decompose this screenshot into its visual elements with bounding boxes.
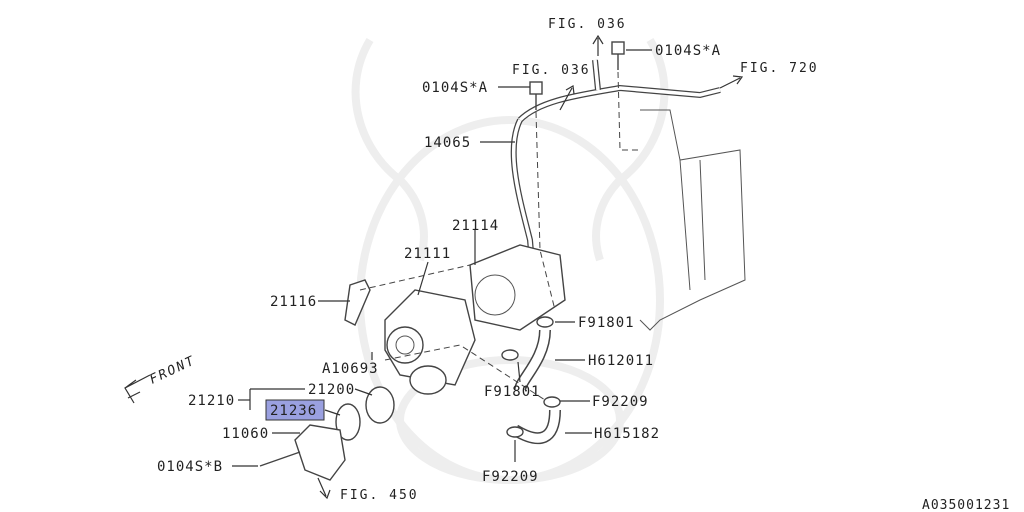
label-0104sb[interactable]: 0104S*B xyxy=(157,459,223,475)
label-h615182[interactable]: H615182 xyxy=(594,426,660,442)
label-11060[interactable]: 11060 xyxy=(222,426,269,442)
label-a10693[interactable]: A10693 xyxy=(322,361,379,377)
clamp-f92209-b xyxy=(506,426,524,438)
arrow-fig720 xyxy=(719,75,744,89)
label-f91801-a[interactable]: F91801 xyxy=(578,315,635,331)
label-21200[interactable]: 21200 xyxy=(308,382,355,398)
engine-block xyxy=(639,109,746,331)
label-f92209-b[interactable]: F92209 xyxy=(482,469,539,485)
gasket-21236 xyxy=(335,403,361,441)
label-21114[interactable]: 21114 xyxy=(452,218,499,234)
bracket-21116 xyxy=(344,279,371,326)
clamp-f92209-a xyxy=(543,396,561,408)
label-21116[interactable]: 21116 xyxy=(270,294,317,310)
bolt-0104sa-mid xyxy=(529,81,543,95)
label-fig036-mid[interactable]: FIG. 036 xyxy=(512,63,591,78)
label-fig036-top[interactable]: FIG. 036 xyxy=(548,17,627,32)
front-arrow-icon xyxy=(124,374,151,404)
label-0104sa-mid[interactable]: 0104S*A xyxy=(422,80,488,96)
pipe-14065 xyxy=(510,59,721,301)
gasket-21114 xyxy=(469,244,566,331)
label-21111[interactable]: 21111 xyxy=(404,246,451,262)
clamp-f91801-a xyxy=(536,316,554,328)
label-0104sa-top[interactable]: 0104S*A xyxy=(655,43,721,59)
clamp-f91801-b xyxy=(501,349,519,361)
arrow-fig450 xyxy=(317,477,331,500)
label-21236[interactable]: 21236 xyxy=(270,403,317,419)
thermostat-21210 xyxy=(365,386,395,424)
gasket-hole xyxy=(474,274,516,316)
label-f91801-b[interactable]: F91801 xyxy=(484,384,541,400)
bolt-0104sa-top xyxy=(611,41,625,55)
arrow-fig036-mid xyxy=(559,85,575,111)
label-h612011[interactable]: H612011 xyxy=(588,353,654,369)
diagram-code: A035001231 xyxy=(922,498,1010,512)
water-pump-21111 xyxy=(384,289,476,386)
label-f92209-a[interactable]: F92209 xyxy=(592,394,649,410)
label-14065[interactable]: 14065 xyxy=(424,135,471,151)
thermostat-cover-11060 xyxy=(294,424,346,481)
label-fig450[interactable]: FIG. 450 xyxy=(340,488,419,503)
bolt-0104sb xyxy=(259,451,301,467)
housing-part xyxy=(409,365,447,395)
label-front: FRONT xyxy=(147,353,198,387)
label-21210[interactable]: 21210 xyxy=(188,393,235,409)
highlight-box-21236 xyxy=(265,399,325,421)
label-fig720[interactable]: FIG. 720 xyxy=(740,61,819,76)
arrow-fig036-top xyxy=(592,34,604,56)
